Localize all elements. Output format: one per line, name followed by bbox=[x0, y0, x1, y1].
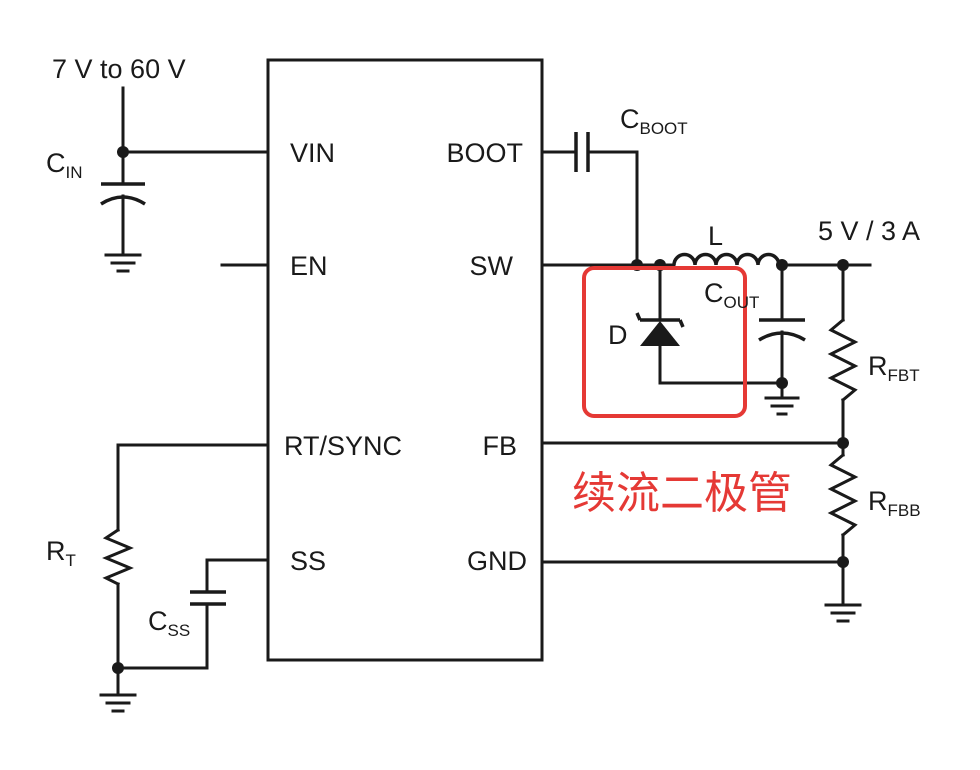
pin-gnd: GND bbox=[467, 546, 527, 576]
cin-label: CIN bbox=[46, 148, 83, 182]
cboot-label: CBOOT bbox=[620, 104, 688, 138]
cin-capacitor bbox=[100, 150, 146, 257]
ground-symbol bbox=[104, 253, 142, 273]
output-network bbox=[540, 132, 872, 623]
cboot-capacitor bbox=[574, 132, 590, 172]
rfbb-label: RFBB bbox=[868, 486, 921, 520]
ground-symbol bbox=[764, 396, 800, 416]
pin-boot: BOOT bbox=[446, 138, 523, 168]
input-voltage-label: 7 V to 60 V bbox=[52, 54, 186, 84]
pin-fb: FB bbox=[482, 431, 517, 461]
ic-body bbox=[266, 58, 544, 662]
css-label: CSS bbox=[148, 606, 190, 640]
css-capacitor bbox=[190, 590, 226, 606]
pin-rt-sync: RT/SYNC bbox=[284, 431, 402, 461]
rfbt-label: RFBT bbox=[868, 351, 920, 385]
diode-label: D bbox=[608, 320, 628, 350]
rfbt-resistor bbox=[827, 317, 859, 403]
pin-en: EN bbox=[290, 251, 328, 281]
inductor bbox=[672, 252, 781, 266]
pin-ss: SS bbox=[290, 546, 326, 576]
rt-resistor bbox=[102, 527, 134, 587]
output-label: 5 V / 3 A bbox=[818, 216, 920, 246]
schottky-diode bbox=[635, 263, 784, 385]
rfbb-resistor bbox=[827, 452, 859, 538]
ground-symbol bbox=[824, 603, 862, 623]
rt-ss-network bbox=[99, 443, 270, 713]
inductor-label: L bbox=[708, 221, 723, 251]
ground-symbol bbox=[99, 693, 137, 713]
pin-sw: SW bbox=[470, 251, 514, 281]
freewheel-diode-highlight bbox=[582, 266, 747, 418]
rt-label: RT bbox=[46, 536, 76, 570]
cout-label: COUT bbox=[704, 278, 759, 312]
freewheel-diode-annotation: 续流二极管 bbox=[572, 468, 792, 519]
cout-capacitor bbox=[758, 263, 806, 400]
pin-vin: VIN bbox=[290, 138, 335, 168]
input-network bbox=[100, 86, 270, 273]
